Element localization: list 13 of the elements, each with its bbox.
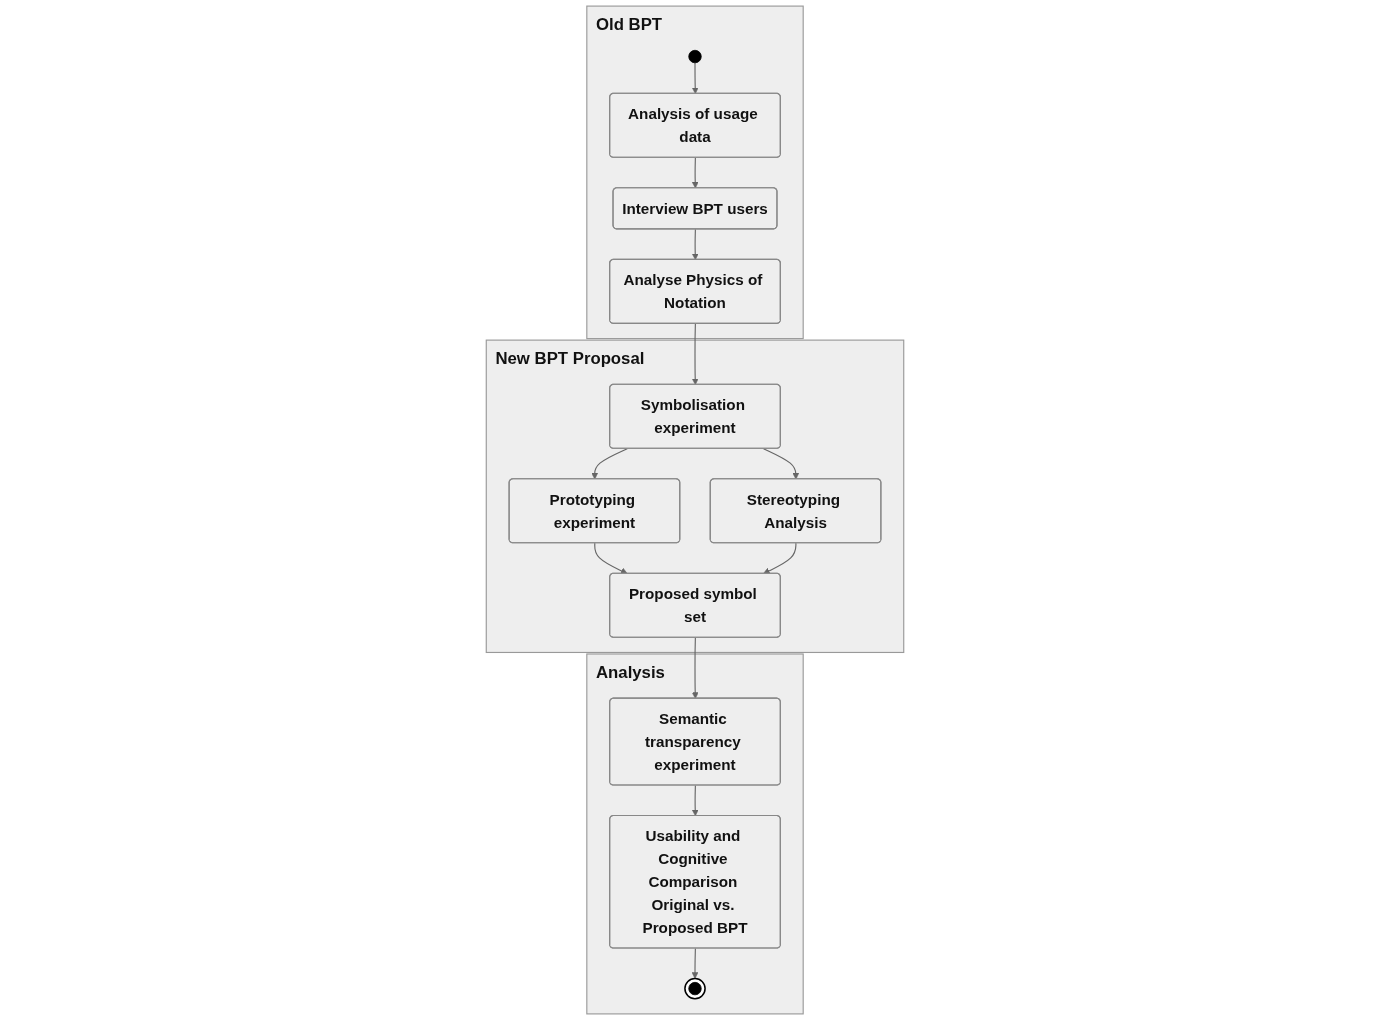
arrow <box>691 157 699 189</box>
arrow <box>593 542 628 575</box>
arrow <box>691 784 699 817</box>
arrow <box>762 448 799 480</box>
arrow <box>691 637 699 699</box>
arrow <box>691 228 699 261</box>
arrow <box>590 448 628 480</box>
arrow <box>762 542 796 574</box>
node-circle <box>687 49 702 64</box>
arrow <box>691 947 698 979</box>
node-circle <box>683 977 706 1000</box>
arrow <box>691 323 699 385</box>
arrow <box>691 62 699 94</box>
